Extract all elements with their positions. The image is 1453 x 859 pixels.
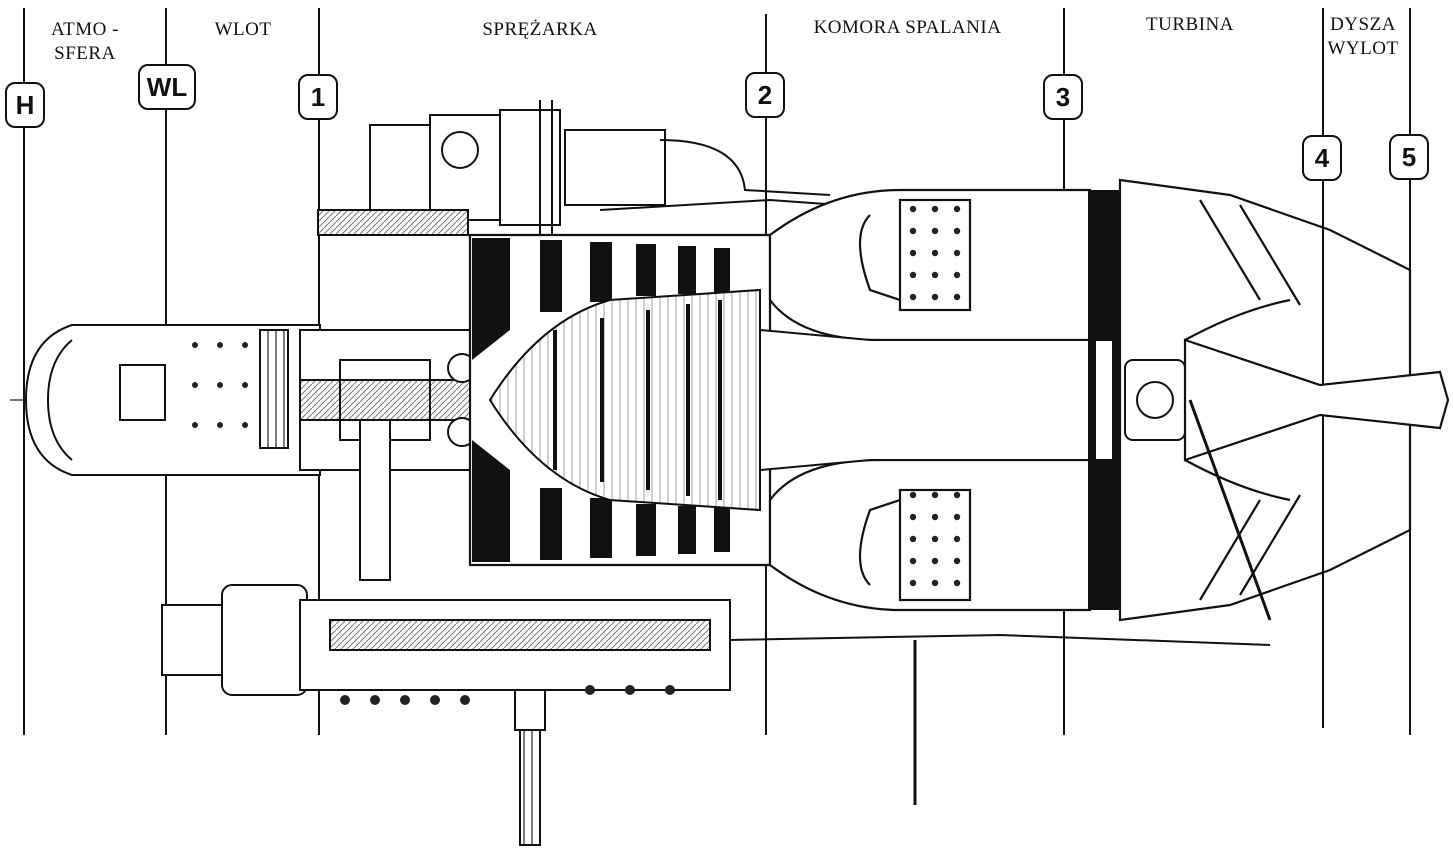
gearbox-bolts: [340, 685, 675, 705]
section-label-compressor: SPRĘŻARKA: [482, 19, 598, 40]
section-label-turbine: TURBINA: [1146, 14, 1234, 35]
combustion-chamber: [768, 188, 1092, 612]
intake-rivets: [192, 342, 248, 428]
compressor-drum: [488, 288, 761, 512]
compressor-stage-bars: [553, 300, 722, 500]
top-accessories: [317, 100, 841, 236]
gearbox: [161, 584, 1271, 846]
station-badge-wl: WL: [138, 64, 196, 110]
station-badge-5: 5: [1389, 134, 1429, 180]
station-badge-h: H: [5, 82, 45, 128]
turbine-disc: [1088, 190, 1120, 610]
compressor-blades-bottom: [472, 440, 730, 562]
compressor-blades-top: [472, 238, 730, 360]
section-label-combustor: KOMORA SPALANIA: [813, 17, 1002, 38]
section-label-inlet: WLOT: [214, 19, 272, 40]
exhaust-casing: [1118, 178, 1450, 622]
station-badge-1: 1: [298, 74, 338, 120]
station-badge-4: 4: [1302, 135, 1342, 181]
turbine-bearing: [1124, 359, 1186, 441]
main-shaft: [759, 328, 1091, 472]
intake-nose: [24, 324, 321, 476]
station-badge-2: 2: [745, 72, 785, 118]
section-label-atmosphere: ATMO - SFERA: [51, 19, 119, 64]
station-badge-3: 3: [1043, 74, 1083, 120]
section-label-nozzle: DYSZA WYLOT: [1327, 14, 1399, 59]
